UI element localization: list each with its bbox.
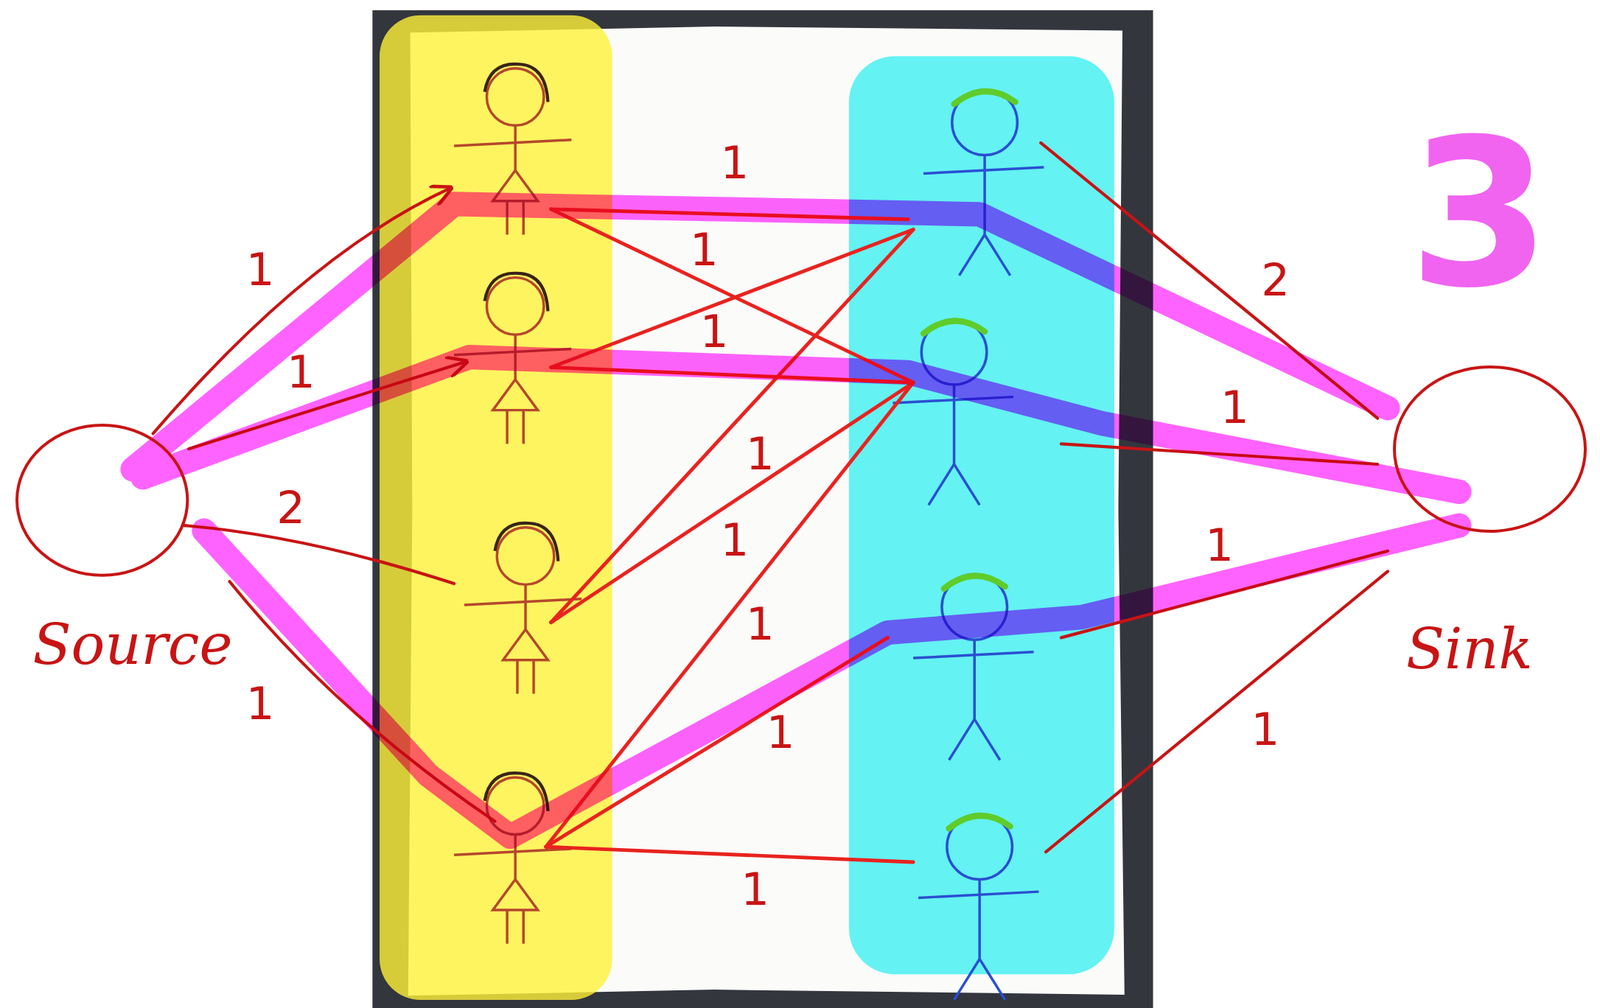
terminal-label: Source [32,616,233,673]
capacity-number: 1 [286,350,316,396]
terminal-circle [15,423,189,578]
capacity-number: 1 [766,710,796,756]
capacity-number: 1 [700,309,729,355]
capacity-number: 1 [246,681,275,727]
flow-terminal: Sink [1392,365,1587,533]
capacity-number: 1 [720,518,750,564]
capacity-number: 1 [745,431,775,477]
flow-value: 3 [1408,112,1551,317]
capacity-number: 1 [1250,707,1280,753]
capacity-number: 2 [1260,257,1290,303]
capacity-number: 1 [246,247,275,293]
capacity-number: 1 [740,867,770,913]
terminal-label: Sink [1406,621,1533,678]
terminal-circle [1392,365,1587,533]
capacity-number: 1 [1204,523,1234,569]
capacity-number: 2 [276,485,306,531]
capacity-number: 1 [745,602,775,648]
capacity-number: 1 [689,227,719,273]
capacity-number: 1 [720,140,750,186]
capacity-number: 1 [1220,385,1250,431]
flow-terminal: Source [15,423,189,578]
